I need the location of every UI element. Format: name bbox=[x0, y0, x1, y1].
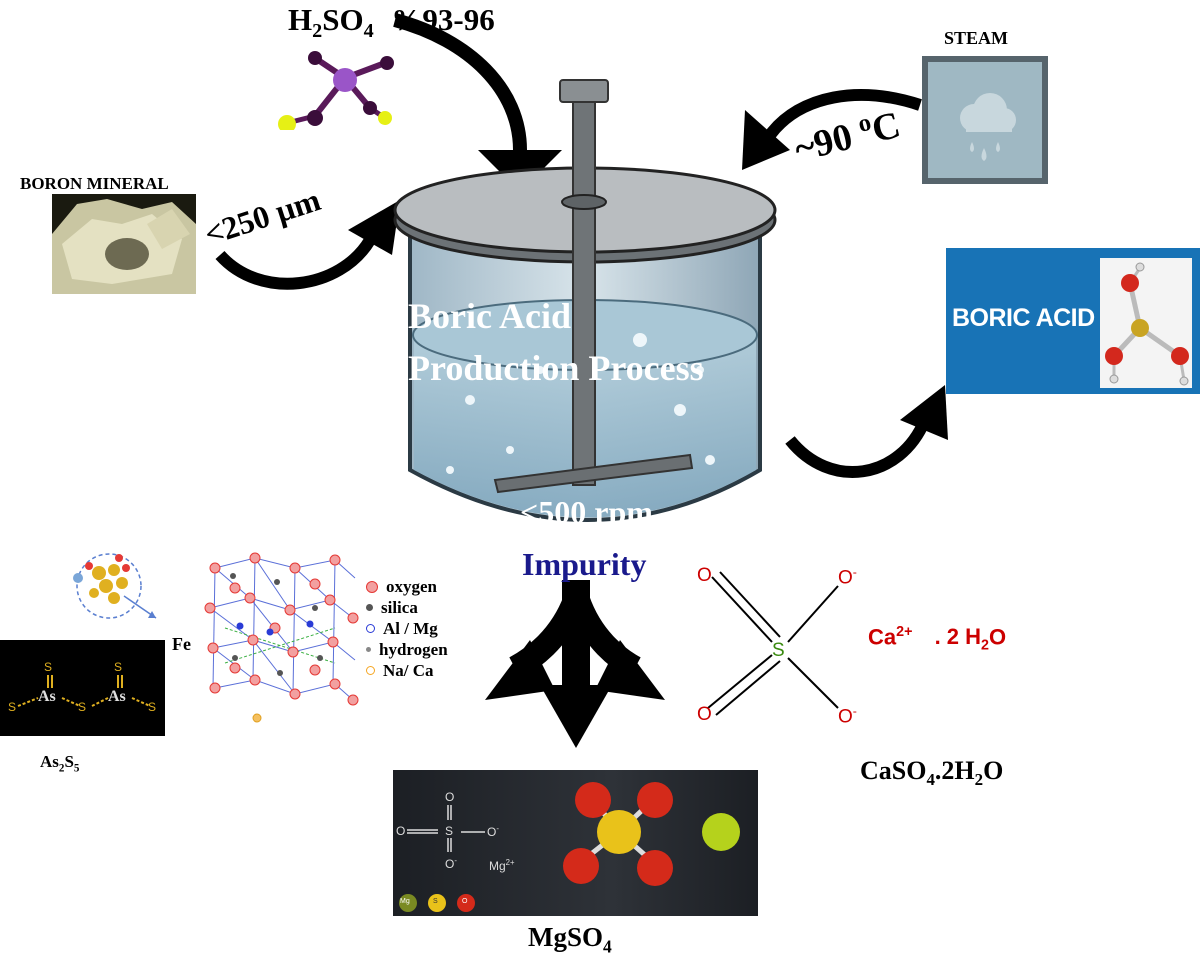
boric-acid-product: BORIC ACID bbox=[946, 248, 1200, 394]
mgso4-oxygen-2: O bbox=[396, 824, 406, 838]
legend-item: hydrogen bbox=[366, 639, 448, 660]
mgso4-legend-o: O bbox=[462, 898, 468, 905]
legend-swatch bbox=[366, 580, 378, 593]
mgso4-legend-mg: Mg bbox=[400, 898, 410, 905]
sulfate-oxygen-3: O- bbox=[838, 565, 857, 589]
reactor-title-line1: Boric Acid bbox=[408, 296, 571, 336]
arsenic-atom-1: As bbox=[38, 688, 56, 705]
sulfur-atom-1: S bbox=[44, 660, 53, 674]
arsenic-atom-2: As bbox=[108, 688, 126, 705]
sulfur-atom-4: S bbox=[78, 700, 87, 714]
clay-lattice-image bbox=[204, 552, 359, 723]
acid-concentration: %93-96 bbox=[391, 2, 495, 37]
reactor-title: Boric Acid Production Process bbox=[408, 296, 704, 388]
impurity-split-arrows bbox=[485, 580, 665, 748]
steam-inlet-arrow bbox=[765, 89, 922, 139]
magnesium-ion: Mg2+ bbox=[489, 858, 515, 873]
boron-label: BORON MINERAL bbox=[20, 174, 169, 193]
reactor-vessel bbox=[393, 79, 777, 522]
sulfate-oxygen-2: O bbox=[697, 704, 712, 725]
boron-inlet-arrow bbox=[215, 236, 376, 290]
impurity-label: Impurity bbox=[522, 546, 647, 582]
mgso4-image: O O S O- O- Mg2+ Mg S O bbox=[393, 770, 758, 916]
mgso4-name: MgSO4 bbox=[528, 922, 612, 957]
sulfate-sulfur: S bbox=[772, 640, 785, 661]
arsenic-formula: As2S5 bbox=[40, 752, 80, 775]
mgso4-legend-s: S bbox=[433, 898, 438, 905]
acid-molecule-image bbox=[278, 51, 394, 130]
steam-image bbox=[922, 56, 1048, 184]
acid-label: H2SO4 %93-96 bbox=[288, 2, 495, 43]
legend-swatch bbox=[366, 666, 375, 675]
sulfur-atom-5: S bbox=[148, 700, 157, 714]
fe-label: Fe bbox=[172, 634, 191, 654]
boric-acid-label: BORIC ACID bbox=[952, 304, 1095, 332]
arsenic-sulfide-image: S S S S S As As bbox=[0, 640, 165, 736]
legend-item: Al / Mg bbox=[366, 618, 448, 639]
sulfate-oxygen-1: O bbox=[697, 565, 712, 586]
sulfur-atom-2: S bbox=[114, 660, 123, 674]
mgso4-oxygen-4: O- bbox=[445, 856, 457, 871]
clay-legend: oxygen silica Al / Mg hydrogen Na/ Ca bbox=[366, 576, 448, 681]
iron-cluster-image bbox=[73, 553, 157, 619]
reactor-title-line2: Production Process bbox=[408, 348, 704, 388]
mgso4-oxygen-3: O- bbox=[487, 824, 499, 839]
legend-item: oxygen bbox=[366, 576, 448, 597]
cloud-rain-icon bbox=[960, 93, 1016, 161]
boron-mineral-image bbox=[52, 194, 196, 294]
steam-label: STEAM bbox=[944, 28, 1009, 48]
stirring-speed: <500 rpm bbox=[520, 494, 653, 530]
legend-swatch bbox=[366, 647, 371, 652]
acid-inlet-arrow bbox=[393, 13, 527, 151]
legend-item: Na/ Ca bbox=[366, 660, 448, 681]
mgso4-sulfur: S bbox=[445, 824, 454, 838]
legend-swatch bbox=[366, 624, 375, 633]
sulfate-oxygen-4: O- bbox=[838, 704, 857, 728]
boric-acid-molecule bbox=[1100, 258, 1192, 388]
calcium-water-label: Ca2+ . 2 H2O bbox=[868, 624, 1007, 654]
product-outlet-arrow bbox=[785, 417, 931, 478]
sulfur-atom-3: S bbox=[8, 700, 17, 714]
legend-item: silica bbox=[366, 597, 448, 618]
gypsum-name: CaSO4.2H2O bbox=[860, 756, 1004, 790]
sulfate-structure bbox=[707, 571, 839, 716]
legend-swatch bbox=[366, 604, 373, 611]
mgso4-oxygen-1: O bbox=[445, 790, 455, 804]
